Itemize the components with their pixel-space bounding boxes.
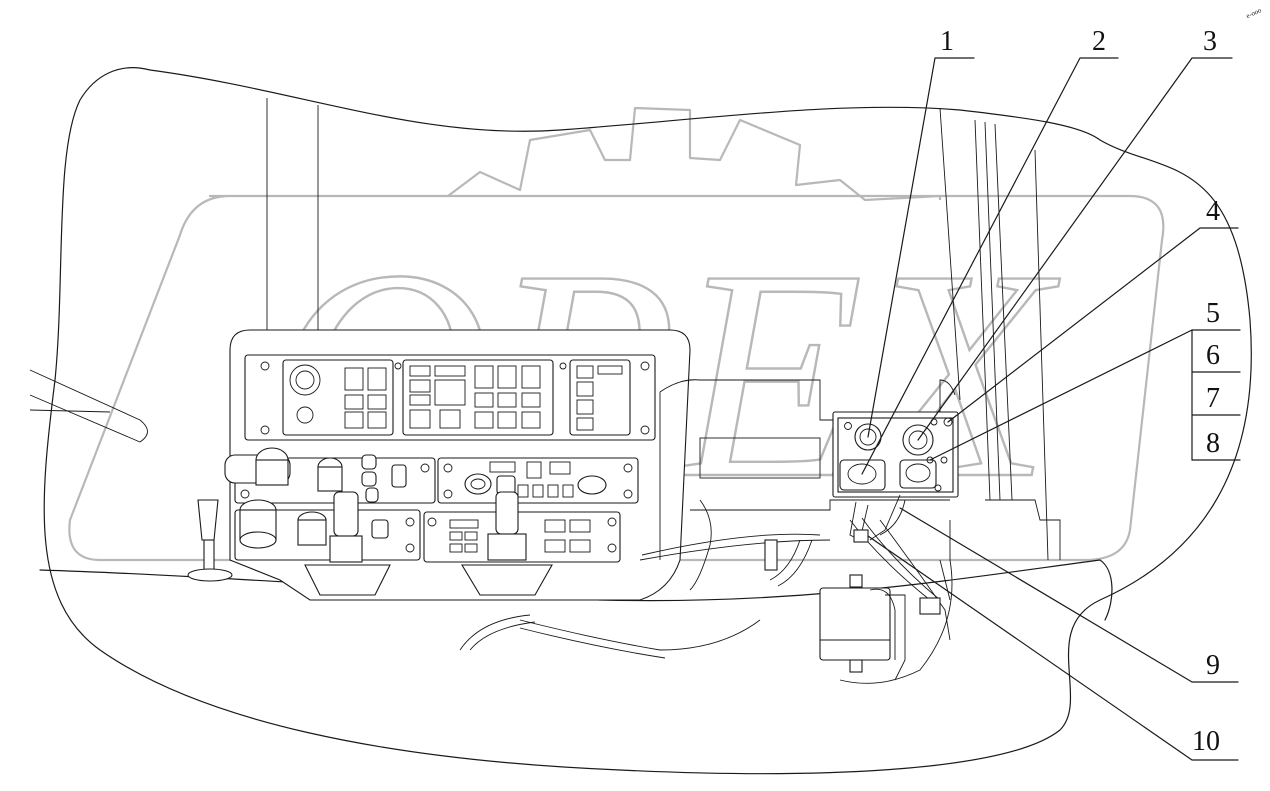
- callout-numbers: 1 2 3 4 5 6 7 8 9 10: [940, 26, 1220, 757]
- cab-outline: [43, 67, 1252, 775]
- right-equipment: [459, 379, 959, 684]
- callout-7: 7: [1206, 383, 1220, 414]
- cab-frame: [29, 98, 1113, 621]
- control-console: [187, 329, 691, 601]
- callout-6: 6: [1206, 340, 1220, 371]
- callout-5: 5: [1206, 298, 1220, 329]
- callout-1: 1: [940, 26, 954, 57]
- callout-8: 8: [1206, 428, 1220, 459]
- callout-2: 2: [1092, 26, 1106, 57]
- callout-3: 3: [1203, 26, 1217, 57]
- callout-9: 9: [1206, 650, 1220, 681]
- callout-10: 10: [1192, 726, 1220, 757]
- corner-mark: e-ooo: [1245, 6, 1263, 20]
- watermark-gear: [447, 106, 942, 202]
- callout-4: 4: [1206, 196, 1220, 227]
- callout-lines: [861, 57, 1241, 761]
